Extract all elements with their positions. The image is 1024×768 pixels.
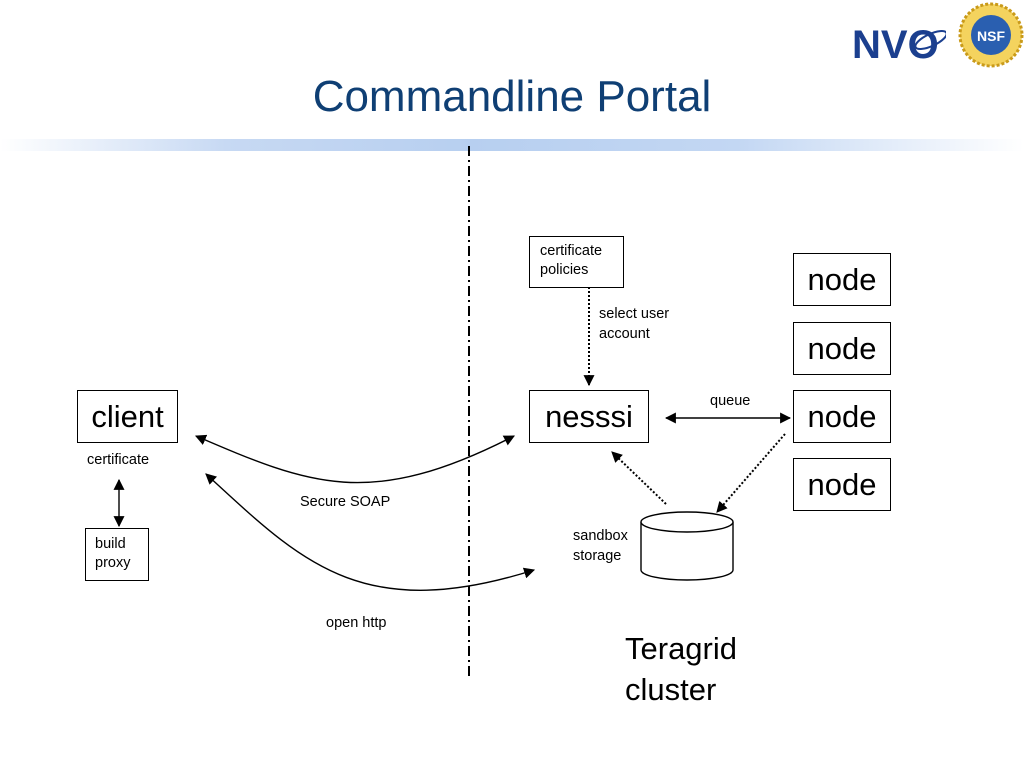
queue-label: queue — [710, 393, 751, 409]
slide-title: Commandline Portal — [312, 72, 712, 121]
node-label: node — [807, 261, 877, 297]
nvo-logo: NVO — [852, 23, 946, 62]
node-box: node — [793, 458, 891, 511]
node-label: node — [807, 398, 877, 434]
sandbox-storage-icon — [640, 511, 734, 581]
nesssi-box: nesssi — [529, 390, 649, 443]
nsf-seal: NSF — [958, 2, 1024, 68]
node-box: node — [793, 322, 891, 375]
client-label: client — [91, 398, 164, 434]
node-label: node — [807, 330, 877, 366]
sandbox-storage-label: sandbox storage — [573, 528, 628, 564]
title-underline — [0, 139, 1024, 151]
nvo-logo-text: NVO — [852, 23, 939, 62]
node-to-storage-arrow — [716, 433, 786, 513]
select-user-account-label: select user account — [599, 306, 670, 342]
certificate-label: certificate — [87, 452, 150, 468]
teragrid-cluster-label: Teragrid cluster — [625, 631, 737, 707]
storage-to-nesssi-arrow — [611, 451, 667, 505]
node-box: node — [793, 390, 891, 443]
secure-soap-label: Secure SOAP — [300, 494, 391, 510]
node-box: node — [793, 253, 891, 306]
nesssi-label: nesssi — [545, 398, 633, 434]
nsf-seal-text: NSF — [977, 28, 1005, 44]
open-http-label: open http — [326, 615, 387, 631]
node-label: node — [807, 466, 877, 502]
client-box: client — [77, 390, 178, 443]
build-proxy-box: build proxy — [85, 528, 149, 581]
certificate-policies-box: certificate policies — [529, 236, 624, 288]
open-http-arrow — [205, 473, 536, 591]
secure-soap-arrow — [194, 434, 515, 484]
